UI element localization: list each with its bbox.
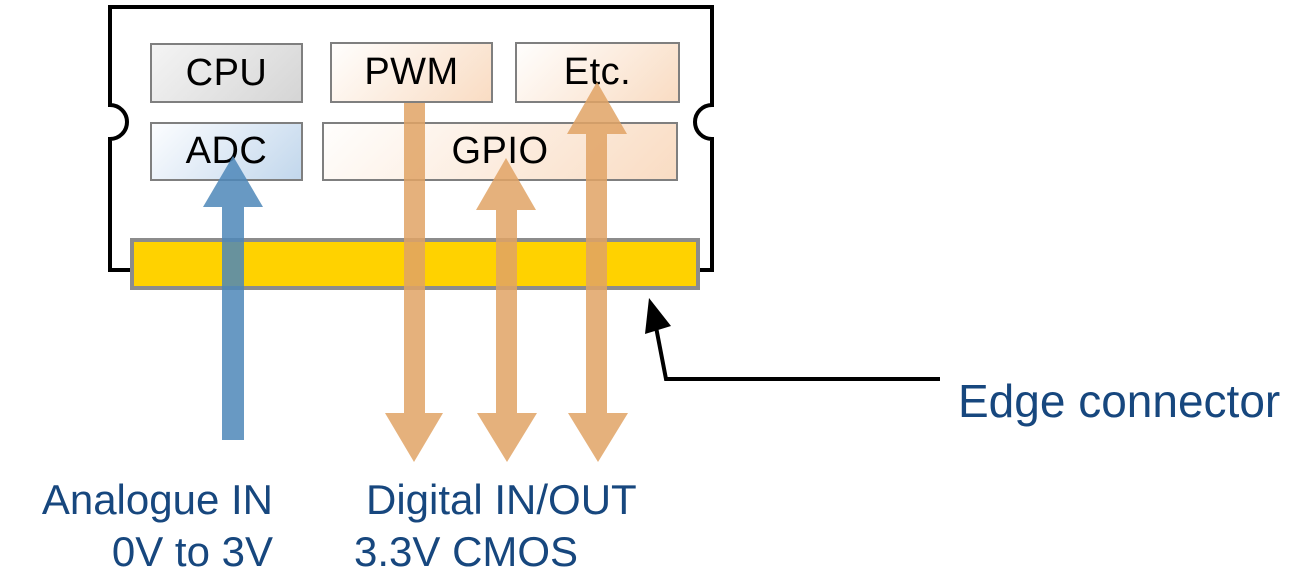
pwm-box: PWM: [330, 42, 493, 103]
cpu-box-label: CPU: [185, 51, 268, 94]
pwm-box-label: PWM: [364, 51, 459, 93]
pwm-out-arrow: [385, 103, 443, 462]
digital-inout-label-line2: 3.3V CMOS: [354, 528, 579, 575]
edge-connector-pointer-line: [654, 326, 940, 381]
analogue-in-arrow: [203, 156, 263, 440]
edge-connector-label: Edge connector: [958, 375, 1281, 427]
edge-connector-pointer-arrowhead: [645, 298, 671, 334]
cpu-box: CPU: [150, 43, 303, 103]
analogue-in-label-line2: 0V to 3V: [111, 528, 273, 575]
etc-inout-arrow: [567, 82, 628, 462]
gpio-inout-arrow: [476, 158, 537, 462]
analogue-in-label-line1: Analogue IN: [41, 476, 273, 523]
digital-inout-label-line1: Digital IN/OUT: [366, 476, 637, 523]
adc-box-label: ADC: [185, 130, 268, 172]
gpio-box-label: GPIO: [451, 130, 549, 172]
